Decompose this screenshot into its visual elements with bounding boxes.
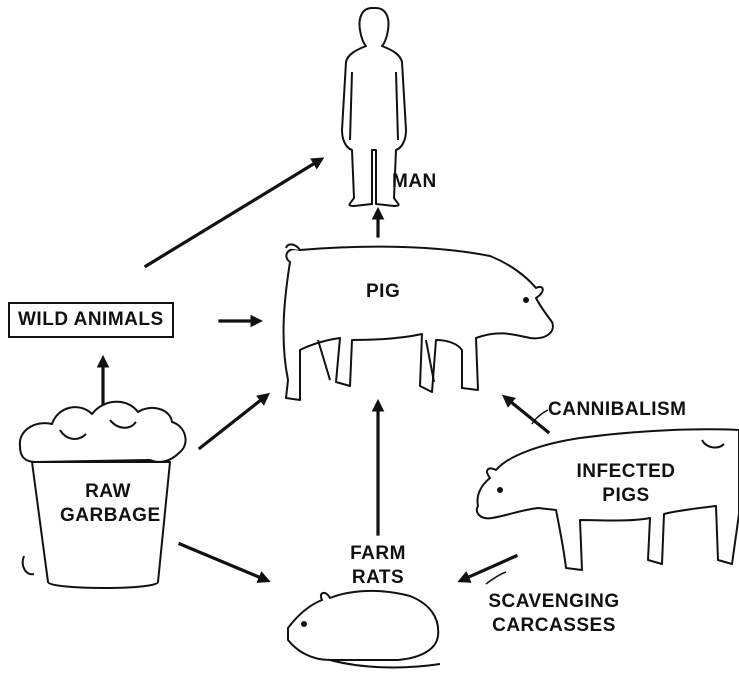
pig-label: PIG [366,280,400,304]
arrow-garbage-to-rats [180,544,266,580]
rat-illustration [288,591,440,668]
infected-pigs-line2: PIGS [566,484,686,508]
arrow-garbage-to-pig [200,396,266,448]
scavenging-line2: CARCASSES [464,614,644,638]
raw-garbage-label: RAW GARBAGE [60,480,156,528]
scavenging-carcasses-label: SCAVENGING CARCASSES [464,590,644,638]
cannibalism-label: CANNIBALISM [548,398,687,422]
pig-illustration [284,244,553,400]
farm-rats-line2: RATS [340,566,416,590]
man-label: MAN [392,170,437,194]
raw-garbage-line1: RAW [60,480,156,504]
infected-pigs-label: INFECTED PIGS [566,460,686,508]
infected-pigs-line1: INFECTED [566,460,686,484]
raw-garbage-line2: GARBAGE [60,504,156,528]
arrow-infected-to-rats [462,556,516,580]
arrow-infected-to-pig [506,398,548,432]
scavenging-line1: SCAVENGING [464,590,644,614]
wild-animals-label: WILD ANIMALS [8,302,174,338]
scavenging-leader [486,572,506,584]
farm-rats-label: FARM RATS [340,542,416,590]
farm-rats-line1: FARM [340,542,416,566]
